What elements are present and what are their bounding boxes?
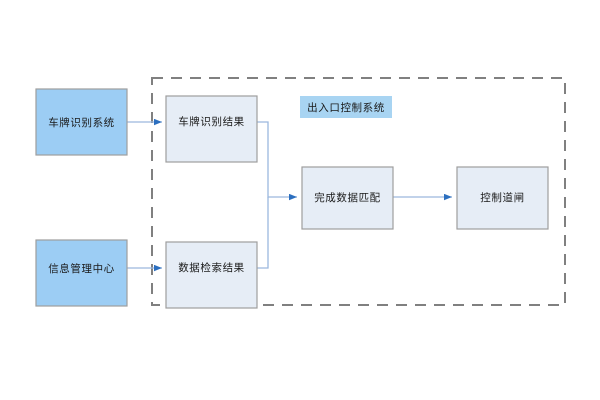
node-lpr-result-box[interactable] <box>165 95 258 163</box>
group-title-chip-background <box>300 96 392 118</box>
node-lpr-system-box[interactable] <box>35 88 128 156</box>
node-gate-control-box[interactable] <box>456 166 549 230</box>
node-lpr-system-label: 车牌识别系统 <box>48 116 115 129</box>
node-data-match[interactable]: 完成数据匹配 <box>301 166 394 230</box>
node-data-result-label: 数据检索结果 <box>178 261 245 274</box>
group-boundary-entrance-control-system <box>151 77 566 306</box>
node-info-center[interactable]: 信息管理中心 <box>35 239 128 307</box>
edge-data-result-to-data-match <box>257 197 269 269</box>
node-info-center-label: 信息管理中心 <box>48 262 115 275</box>
node-lpr-result-label: 车牌识别结果 <box>178 115 245 128</box>
node-gate-control[interactable]: 控制道闸 <box>456 166 549 230</box>
node-data-result[interactable]: 数据检索结果 <box>165 241 258 309</box>
node-info-center-box[interactable] <box>35 239 128 307</box>
group-title-chip-label: 出入口控制系统 <box>307 101 385 114</box>
connectors <box>127 118 452 272</box>
node-lpr-system[interactable]: 车牌识别系统 <box>35 88 128 156</box>
edge-lpr-result-to-data-match <box>257 121 297 201</box>
node-data-result-box[interactable] <box>165 241 258 309</box>
node-data-match-label: 完成数据匹配 <box>314 191 381 204</box>
node-data-match-box[interactable] <box>301 166 394 230</box>
node-gate-control-label: 控制道闸 <box>480 191 524 204</box>
group-title-chip: 出入口控制系统 <box>300 96 392 118</box>
node-lpr-result[interactable]: 车牌识别结果 <box>165 95 258 163</box>
